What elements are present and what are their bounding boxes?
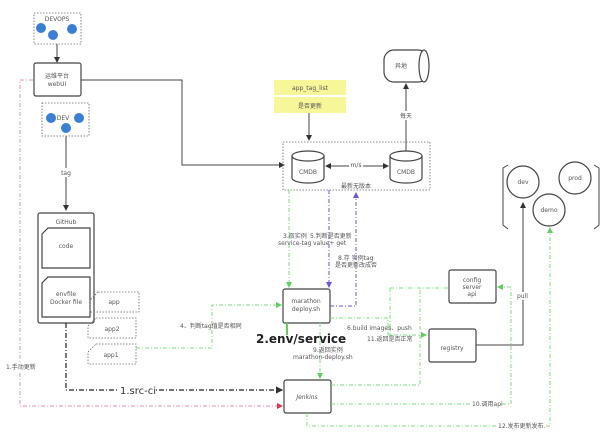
pull-label: pull bbox=[517, 293, 528, 300]
manual-update-arrow bbox=[19, 79, 283, 409]
svg-text:dev: dev bbox=[517, 179, 529, 186]
code-card[interactable] bbox=[41, 227, 91, 269]
config-server-node[interactable]: config server api bbox=[448, 269, 497, 304]
dev-label: DEV bbox=[57, 115, 70, 122]
step10-arrow bbox=[331, 284, 512, 405]
registry-node[interactable]: registry bbox=[428, 328, 477, 363]
tag-label: tag bbox=[61, 170, 71, 177]
svg-text:deploy.sh: deploy.sh bbox=[292, 306, 320, 313]
manual-update-label: 1.手动更新 bbox=[6, 363, 36, 371]
svg-text:app_tag_list: app_tag_list bbox=[292, 85, 329, 92]
svg-text:是否更新: 是否更新 bbox=[298, 102, 322, 110]
step5-label-1: 5.判断是否更新 bbox=[310, 232, 352, 240]
step12-arrow bbox=[306, 227, 553, 427]
env-service-label: 2.env/service bbox=[256, 332, 346, 346]
step4-arrow bbox=[136, 302, 282, 349]
step6-return-line bbox=[331, 289, 421, 386]
svg-text:异地: 异地 bbox=[395, 62, 407, 70]
user-icon bbox=[74, 113, 84, 123]
step8-label-2: 是否更新改成否 bbox=[335, 261, 377, 269]
svg-text:CMDB: CMDB bbox=[299, 169, 317, 176]
step8-arrow bbox=[330, 192, 359, 307]
svg-text:registry: registry bbox=[441, 345, 464, 352]
daily-label: 每天 bbox=[400, 112, 412, 120]
user-icon bbox=[67, 24, 77, 34]
svg-text:app2: app2 bbox=[104, 326, 119, 333]
svg-text:server: server bbox=[463, 284, 483, 291]
devops-label: DEVOPS bbox=[45, 16, 70, 23]
step4-label: 4、判断tag值是否相同 bbox=[180, 322, 242, 330]
app1-card[interactable]: app1 bbox=[87, 343, 137, 365]
envfile-label-1: envfile bbox=[56, 291, 76, 298]
user-icon bbox=[36, 23, 46, 33]
github-label: GitHub bbox=[56, 219, 77, 226]
svg-text:app1: app1 bbox=[103, 352, 118, 359]
code-label: code bbox=[59, 243, 74, 250]
ms-label: m/s bbox=[351, 162, 362, 169]
webui-node[interactable]: 运维平台 webUI bbox=[33, 62, 82, 97]
step9-label-1: 9.返回实例 bbox=[313, 346, 343, 354]
cmdb-replica[interactable]: CMDB bbox=[389, 150, 423, 184]
step3-label-1: 3.取实例 bbox=[283, 232, 307, 240]
env-prod[interactable]: prod bbox=[558, 161, 592, 195]
step9-label-2: marathon-deploy.sh bbox=[293, 354, 353, 361]
svg-text:app: app bbox=[108, 299, 119, 306]
svg-text:Jenkins: Jenkins bbox=[295, 394, 317, 401]
note-app-tag-list: app_tag_list bbox=[274, 80, 346, 95]
step5-label-2: value+ get bbox=[313, 240, 347, 247]
step8-label-1: 8.存 实例tag bbox=[338, 254, 374, 262]
env-dev[interactable]: dev bbox=[506, 165, 540, 199]
src-ci-label: 1.src-ci bbox=[120, 386, 156, 397]
webui-label-1: 运维平台 bbox=[45, 72, 69, 80]
step6-label: 6.build images、push bbox=[347, 325, 412, 332]
envfile-card[interactable] bbox=[41, 276, 91, 318]
webui-label-2: webUI bbox=[48, 81, 67, 88]
step11-label: 11.返回是否正常 bbox=[367, 335, 413, 343]
jenkins-node[interactable]: Jenkins bbox=[283, 379, 332, 414]
marathon-node[interactable]: marathon deploy.sh bbox=[282, 288, 331, 324]
cmdb-cluster bbox=[282, 141, 431, 191]
env-bracket-left bbox=[502, 164, 509, 230]
user-icon bbox=[46, 113, 56, 123]
svg-text:demo: demo bbox=[540, 207, 557, 214]
cmdb-primary[interactable]: CMDB bbox=[291, 150, 325, 184]
step10-label: 10.调用api bbox=[472, 400, 503, 408]
svg-text:prod: prod bbox=[568, 175, 582, 182]
src-ci-arrow bbox=[65, 323, 284, 394]
app-card[interactable]: app bbox=[89, 291, 140, 313]
github-node[interactable]: GitHub code envfile Docker file bbox=[37, 212, 95, 324]
envfile-label-2: Docker file bbox=[50, 299, 82, 306]
user-icon bbox=[48, 30, 58, 40]
step3-label-2: service-tag bbox=[278, 240, 312, 247]
env-bracket-right bbox=[593, 164, 600, 230]
app2-card[interactable]: app2 bbox=[87, 317, 137, 339]
svg-text:api: api bbox=[467, 291, 476, 298]
svg-text:marathon: marathon bbox=[291, 298, 320, 305]
env-demo[interactable]: demo bbox=[532, 193, 566, 227]
svg-text:config: config bbox=[463, 277, 482, 284]
pull-arrow bbox=[476, 202, 526, 346]
step11-arrow bbox=[330, 317, 427, 338]
step12-label: 12.发布更新发布. bbox=[498, 422, 546, 430]
svg-text:CMDB: CMDB bbox=[397, 169, 415, 176]
webui-to-cmdb-arrow bbox=[81, 79, 285, 168]
offsite-storage[interactable]: 异地 bbox=[383, 49, 430, 83]
latest-version-label: 最新无版本 bbox=[341, 182, 371, 190]
note-whether-update: 是否更新 bbox=[274, 97, 346, 113]
user-icon bbox=[61, 123, 71, 133]
dev-group: DEV bbox=[41, 102, 90, 137]
devops-group: DEVOPS bbox=[33, 12, 82, 45]
